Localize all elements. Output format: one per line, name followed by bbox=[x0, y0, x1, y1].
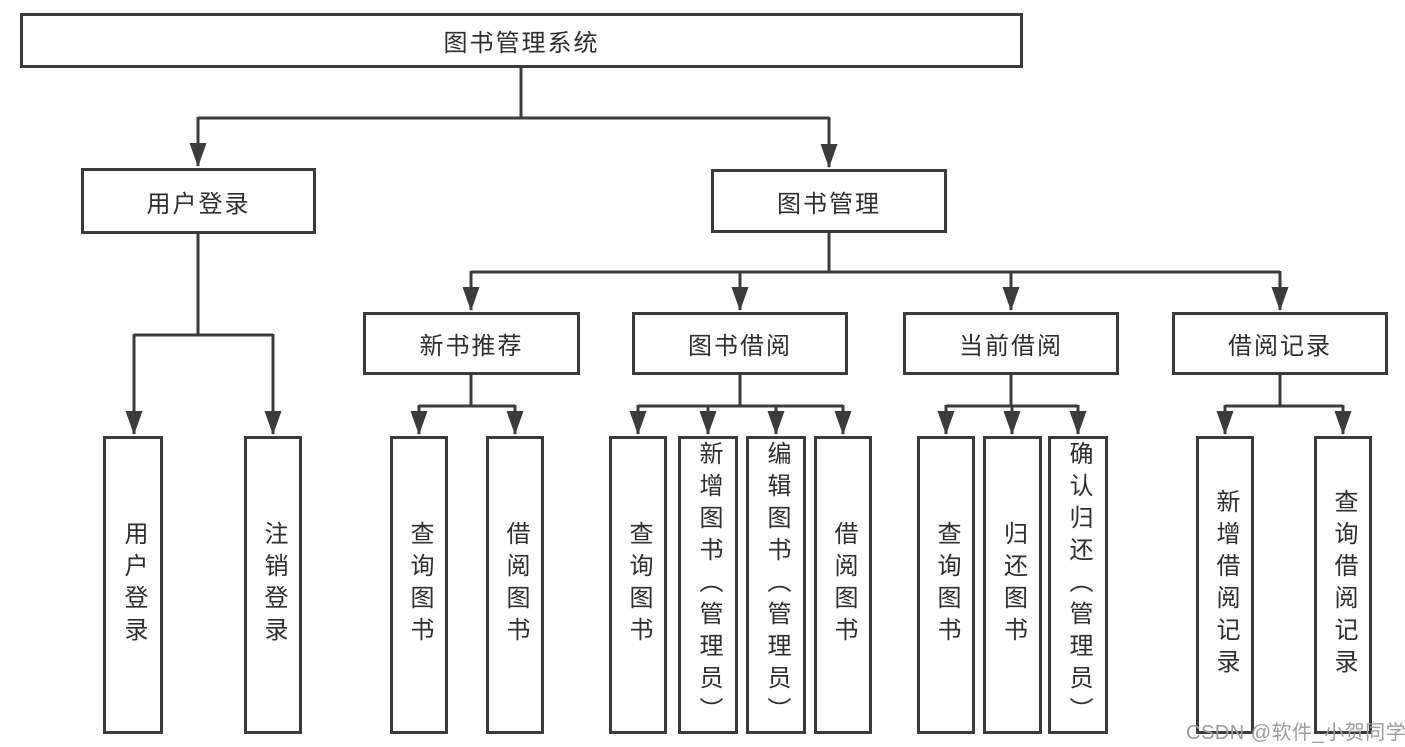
node-borrowing-records: 借阅记录 bbox=[1172, 312, 1388, 375]
node-current-borrowing: 当前借阅 bbox=[903, 312, 1119, 375]
leaf-borrow-books-recommend: 借阅图书 bbox=[486, 436, 544, 734]
node-user-login-branch: 用户登录 bbox=[81, 168, 316, 234]
leaf-confirm-return-admin: 确认归还（管理员） bbox=[1048, 436, 1108, 734]
node-book-management-branch: 图书管理 bbox=[711, 169, 947, 233]
leaf-query-books-current: 查询图书 bbox=[917, 436, 975, 734]
node-new-book-recommendation: 新书推荐 bbox=[363, 312, 580, 375]
node-book-borrowing: 图书借阅 bbox=[632, 312, 848, 375]
leaf-return-books: 归还图书 bbox=[983, 436, 1042, 734]
csdn-watermark: CSDN @软件_小贺同学 bbox=[1186, 722, 1405, 744]
leaf-borrow-books: 借阅图书 bbox=[814, 436, 872, 734]
leaf-add-books-admin: 新增图书（管理员） bbox=[678, 436, 738, 734]
leaf-add-borrow-record: 新增借阅记录 bbox=[1196, 436, 1254, 734]
leaf-query-books-recommend: 查询图书 bbox=[390, 436, 448, 734]
leaf-query-borrow-record: 查询借阅记录 bbox=[1314, 436, 1372, 734]
node-library-management-system: 图书管理系统 bbox=[20, 13, 1023, 68]
leaf-query-books-borrowing: 查询图书 bbox=[609, 436, 667, 734]
leaf-user-login: 用户登录 bbox=[103, 436, 163, 734]
leaf-edit-books-admin: 编辑图书（管理员） bbox=[746, 436, 806, 734]
leaf-logout: 注销登录 bbox=[244, 436, 302, 734]
